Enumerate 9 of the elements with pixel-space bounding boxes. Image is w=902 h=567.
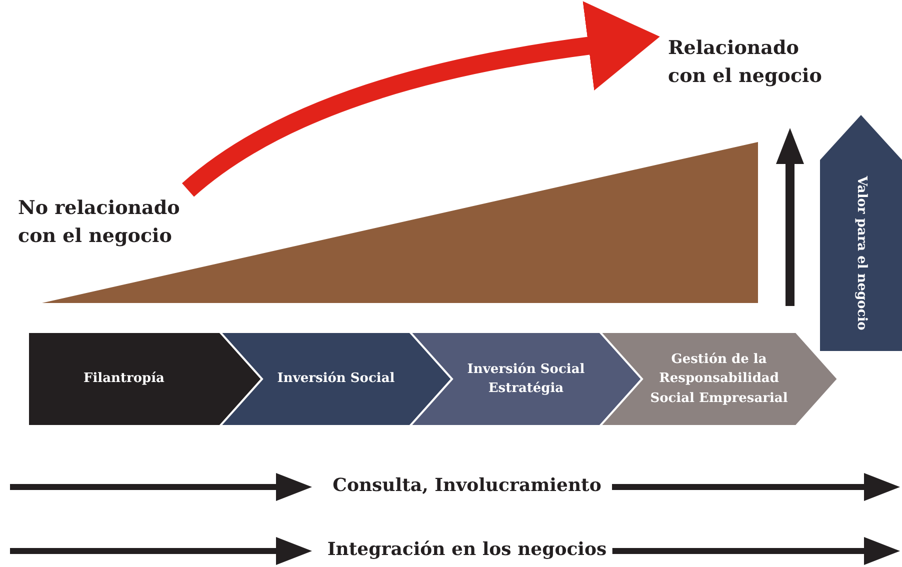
step-label: Inversión Social Estratégia xyxy=(466,360,586,398)
curved-arrow xyxy=(182,1,660,197)
value-arrow-block xyxy=(820,115,902,351)
step-label: Gestión de la Responsabilidad Social Empresarial xyxy=(649,350,789,408)
statement-text: No relacionado con el negocio xyxy=(18,196,181,249)
step-label: Filantropía xyxy=(84,370,164,388)
step-label: Inversión Social xyxy=(277,370,395,388)
statement-text: Relacionado con el negocio xyxy=(668,36,823,89)
step-label: Valor para el negocio xyxy=(852,176,870,330)
